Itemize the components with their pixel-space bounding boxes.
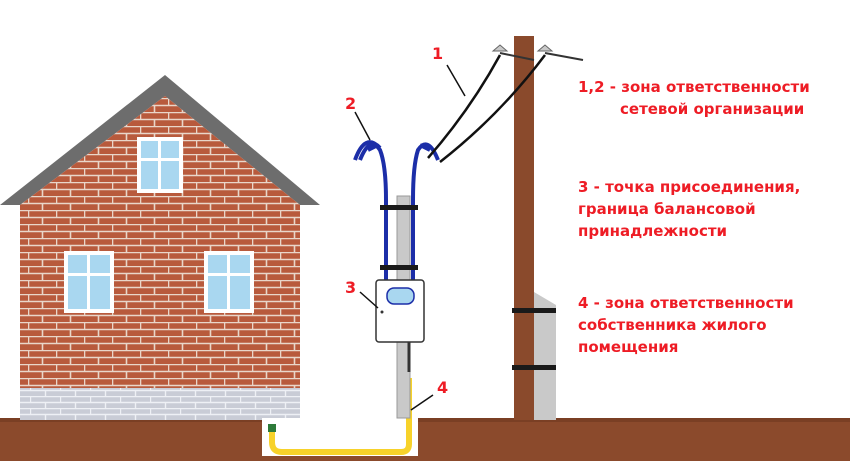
legend-line: 3 - точка присоединения, [578,178,801,196]
overhead-wire [353,54,546,163]
connection-post [358,142,440,419]
house [0,75,320,420]
legend-line: 1,2 - зона ответственности [578,78,810,96]
window [64,251,114,313]
window [204,251,254,313]
underground-cable [262,378,418,456]
label-4: 4 [437,378,449,397]
house-foundation [20,388,300,420]
house-wall [20,205,300,390]
legend-zone-1-2: 1,2 - зона ответственности сетевой орган… [578,76,810,120]
legend-line: принадлежности [578,222,728,240]
label-2: 2 [345,94,357,113]
leader-lines [354,64,466,411]
pole-support [534,292,556,420]
label-1: 1 [432,44,444,63]
legend-line: собственника жилого [578,316,767,334]
label-3: 3 [345,278,357,297]
ground [0,418,850,461]
legend-line: 4 - зона ответственности [578,294,794,312]
house-roof [0,75,320,205]
legend-line: граница балансовой [578,200,756,218]
window [137,137,183,193]
legend-point-3: 3 - точка присоединения, граница балансо… [578,176,800,242]
legend-line: сетевой организации [620,100,805,118]
yellow-cable [269,378,412,455]
power-pole [491,36,584,420]
legend-line: помещения [578,338,679,356]
meter-window [386,287,415,305]
legend-zone-4: 4 - зона ответственности собственника жи… [578,292,794,358]
blue-cable [411,142,440,282]
blue-cable [358,142,388,282]
